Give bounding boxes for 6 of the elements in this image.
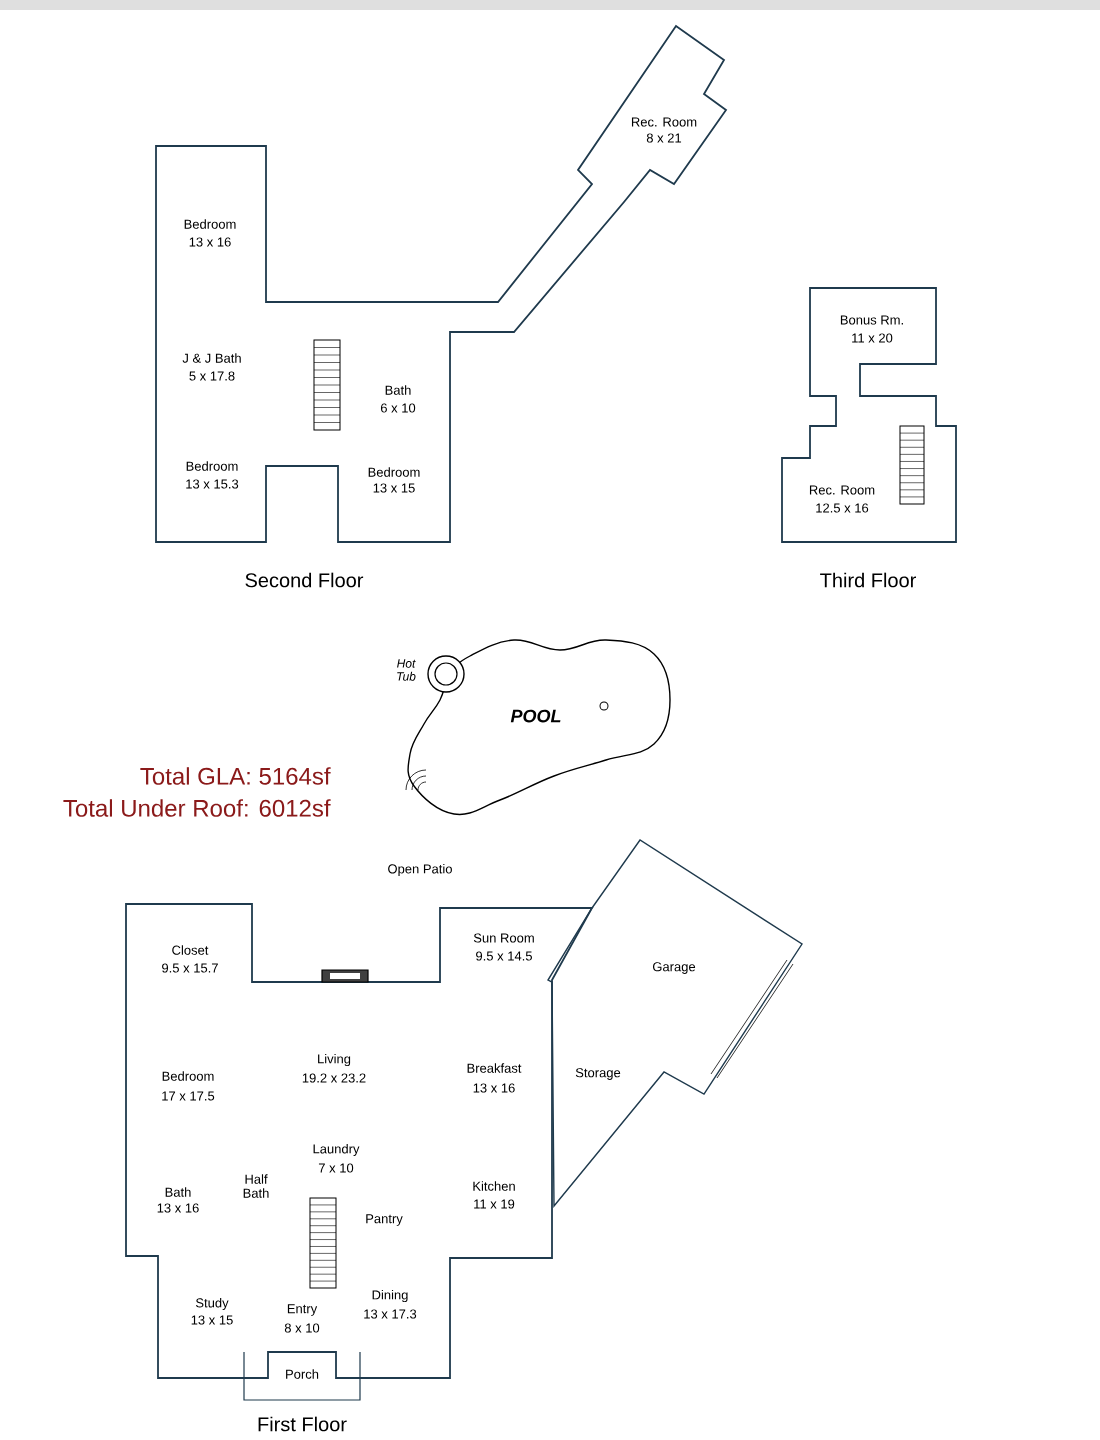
area-total: Total Under Roof: 6012sf — [63, 799, 331, 817]
pool-label: POOL — [510, 709, 561, 723]
floor-title: Third Floor — [820, 572, 916, 588]
floor-title: Second Floor — [245, 572, 364, 588]
area-total: Total GLA: 5164sf — [140, 767, 331, 785]
floor-title: First Floor — [258, 1416, 347, 1432]
